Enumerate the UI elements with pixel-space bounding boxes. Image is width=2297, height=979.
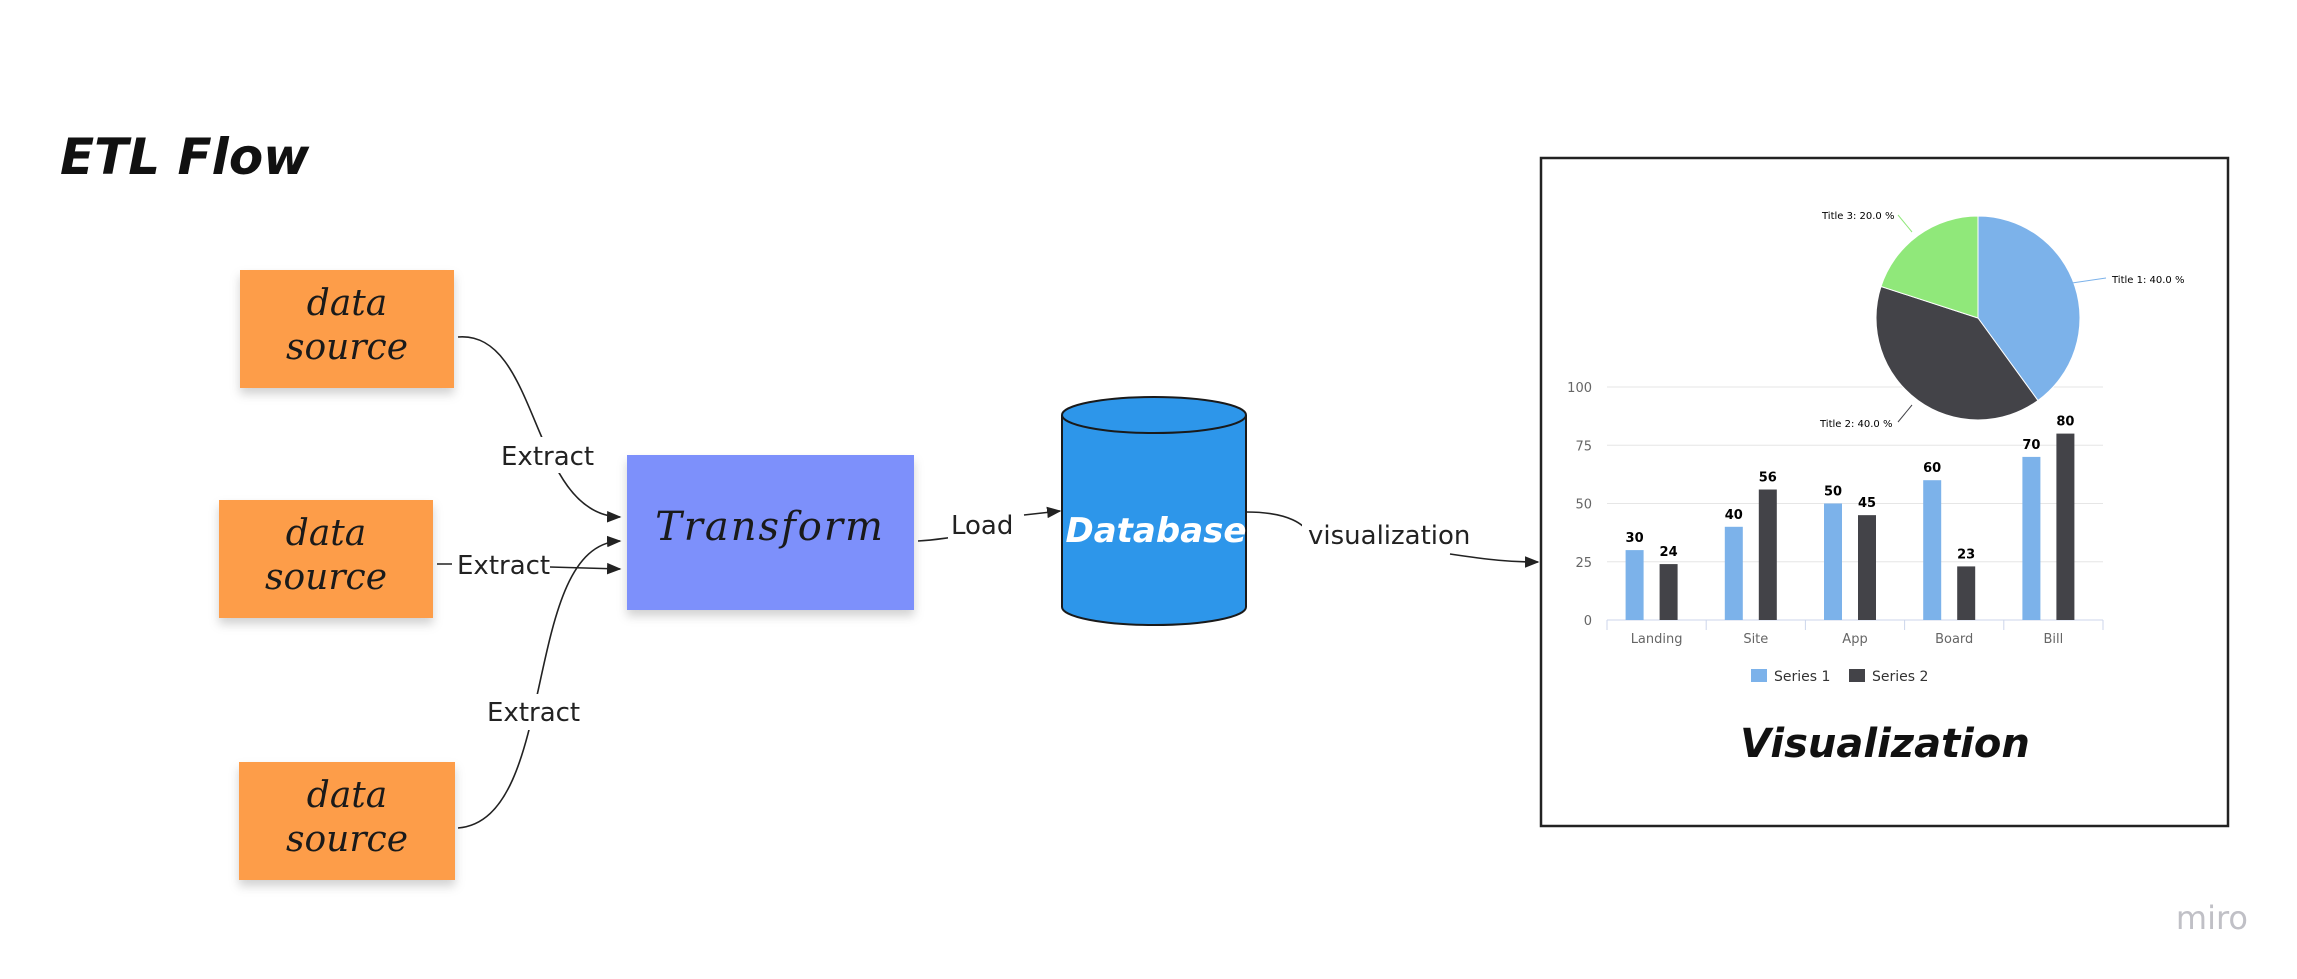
database-node[interactable]: Database [1061, 396, 1247, 626]
data-label: 23 [1957, 547, 1975, 562]
connector-source-1-to-transform[interactable] [457, 336, 622, 523]
sticky-note-text-line-1: data [307, 283, 387, 324]
x-category-label: App [1842, 632, 1867, 647]
pie-connector-line [2071, 277, 2107, 284]
sticky-note-data-source-1[interactable]: data source [240, 270, 454, 388]
data-label: 30 [1626, 531, 1644, 546]
edge-label-visualization: visualization [1308, 521, 1470, 551]
bar-chart-legend[interactable]: Series 1 Series 2 [1751, 669, 1928, 685]
sticky-note-text-line-2: source [286, 327, 408, 368]
legend-swatch-series-1 [1751, 669, 1767, 682]
data-label: 45 [1858, 496, 1876, 511]
bar-series-1 [1625, 550, 1644, 620]
visualization-frame[interactable]: Visualization [1539, 156, 2230, 828]
data-label: 56 [1759, 471, 1777, 486]
sticky-note-text-line-2: source [286, 819, 408, 860]
data-label: 50 [1824, 485, 1842, 500]
pie-connector-line [1897, 214, 1913, 233]
board-title: ETL Flow [60, 128, 310, 186]
bar-series-1 [1724, 526, 1743, 620]
bar-series-1 [1824, 503, 1842, 620]
y-tick-label: 0 [1584, 614, 1592, 629]
data-label: 24 [1660, 545, 1678, 560]
edge-label-load: Load [951, 511, 1013, 541]
sticky-note-data-source-3[interactable]: data source [239, 762, 455, 880]
edge-label-extract-2: Extract [457, 551, 550, 581]
edge-label-extract-3: Extract [487, 698, 580, 728]
bar-series-2 [1758, 489, 1777, 620]
database-label: Database [1066, 511, 1247, 551]
data-label: 80 [2056, 415, 2074, 430]
sticky-note-text-line-1: data [307, 775, 387, 816]
y-tick-label: 100 [1567, 381, 1592, 396]
legend-label-series-1: Series 1 [1774, 669, 1830, 685]
sticky-note-text-line-2: source [265, 557, 387, 598]
x-category-label: Bill [2044, 632, 2064, 647]
legend-label-series-2: Series 2 [1872, 669, 1928, 685]
connectors [437, 336, 1538, 829]
bar-series-2 [1858, 515, 1876, 620]
y-tick-label: 50 [1575, 498, 1592, 513]
edge-labels: Extract Extract Extract Load visualizati… [454, 437, 1470, 730]
pie-slice-3 [1880, 215, 1979, 319]
sticky-note-data-source-2[interactable]: data source [219, 500, 433, 618]
pie-chart[interactable]: Title 1: 40.0 % Title 2: 40.0 % Title 3: 2… [1819, 211, 2184, 430]
x-category-label: Site [1743, 632, 1768, 647]
pie-slice-label: Title 3: 20.0 % [1821, 211, 1894, 222]
pie-slice-label: Title 1: 40.0 % [2111, 275, 2184, 286]
miro-watermark: miro [2176, 899, 2248, 937]
pie-slice-2 [1875, 285, 2039, 421]
pie-slice-1 [1977, 215, 2081, 402]
legend-swatch-series-2 [1849, 669, 1865, 682]
visualization-caption: Visualization [1740, 721, 2030, 767]
pie-slice-label: Title 2: 40.0 % [1819, 419, 1892, 430]
x-category-label: Board [1935, 632, 1973, 647]
pie-connector-line [1897, 404, 1913, 423]
sticky-note-text-line-1: data [286, 513, 366, 554]
transform-node[interactable]: Transform [627, 455, 914, 610]
transform-label: Transform [655, 504, 885, 550]
bar-series-1 [2022, 456, 2041, 620]
y-tick-label: 75 [1575, 439, 1592, 454]
x-category-label: Landing [1631, 632, 1683, 647]
data-label: 40 [1725, 508, 1743, 523]
bar-series-1 [1923, 480, 1942, 620]
bar-series-2 [1957, 566, 1976, 620]
connector-source-3-to-transform[interactable] [457, 535, 622, 829]
bar-series-2 [1659, 564, 1678, 620]
data-label: 60 [1923, 461, 1941, 476]
bar-series-2 [2056, 433, 2075, 620]
data-label: 70 [2022, 438, 2040, 453]
connector-source-2-to-transform[interactable] [437, 564, 620, 569]
y-tick-label: 25 [1575, 556, 1592, 571]
edge-label-extract-1: Extract [501, 442, 594, 472]
